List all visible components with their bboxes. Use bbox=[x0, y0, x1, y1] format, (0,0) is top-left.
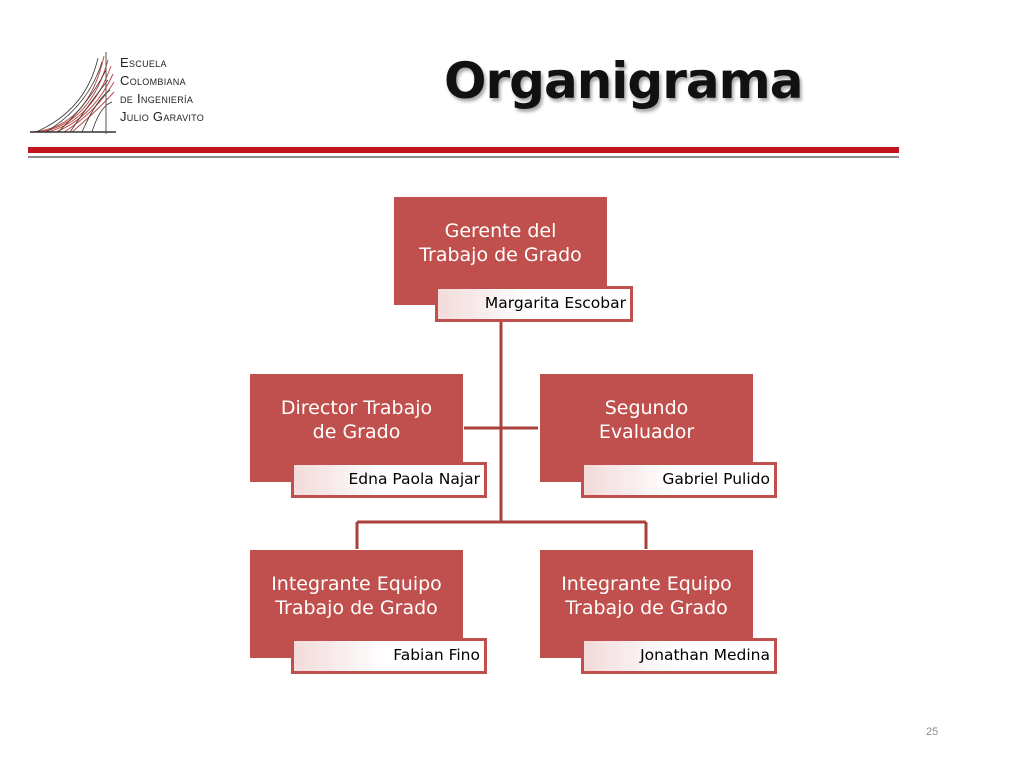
node-integrante-1-name-tag: Fabian Fino bbox=[291, 638, 487, 674]
node-gerente-role-2: Trabajo de Grado bbox=[419, 244, 582, 266]
node-integrante-1-name: Fabian Fino bbox=[393, 646, 480, 664]
node-director-role-2: de Grado bbox=[312, 421, 401, 443]
institution-logo: Escuela Colombiana de Ingeniería Julio G… bbox=[28, 50, 248, 140]
header-rule-thin bbox=[28, 156, 899, 158]
node-director-name: Edna Paola Najar bbox=[348, 470, 480, 488]
node-gerente-name-tag: Margarita Escobar bbox=[435, 286, 633, 322]
node-director-role-1: Director Trabajo bbox=[280, 397, 433, 419]
logo-emblem-icon bbox=[30, 52, 116, 134]
node-integrante-2-name-tag: Jonathan Medina bbox=[581, 638, 777, 674]
logo-line-1: Escuela bbox=[120, 55, 167, 70]
logo-line-3: de Ingeniería bbox=[120, 91, 194, 106]
node-integrante-1-role-1: Integrante Equipo bbox=[271, 573, 442, 595]
node-integrante-2-name: Jonathan Medina bbox=[640, 646, 770, 664]
node-gerente-role-1: Gerente del bbox=[444, 220, 557, 242]
node-integrante-1-role-2: Trabajo de Grado bbox=[275, 597, 438, 619]
node-evaluador-name-tag: Gabriel Pulido bbox=[581, 462, 777, 498]
node-gerente-name: Margarita Escobar bbox=[484, 294, 626, 312]
page-title: Organigrama bbox=[444, 52, 803, 110]
node-integrante-2-role-2: Trabajo de Grado bbox=[565, 597, 728, 619]
logo-wordmark: Escuela Colombiana de Ingeniería Julio G… bbox=[120, 54, 204, 126]
logo-line-2: Colombiana bbox=[120, 73, 186, 88]
node-director-name-tag: Edna Paola Najar bbox=[291, 462, 487, 498]
header-rule-thick bbox=[28, 147, 899, 153]
node-evaluador-role-2: Evaluador bbox=[598, 421, 695, 443]
node-evaluador-name: Gabriel Pulido bbox=[662, 470, 770, 488]
node-integrante-2-role-1: Integrante Equipo bbox=[561, 573, 732, 595]
page-number: 25 bbox=[926, 726, 939, 738]
logo-line-4: Julio Garavito bbox=[120, 109, 205, 124]
node-evaluador-role-1: Segundo bbox=[604, 397, 689, 419]
